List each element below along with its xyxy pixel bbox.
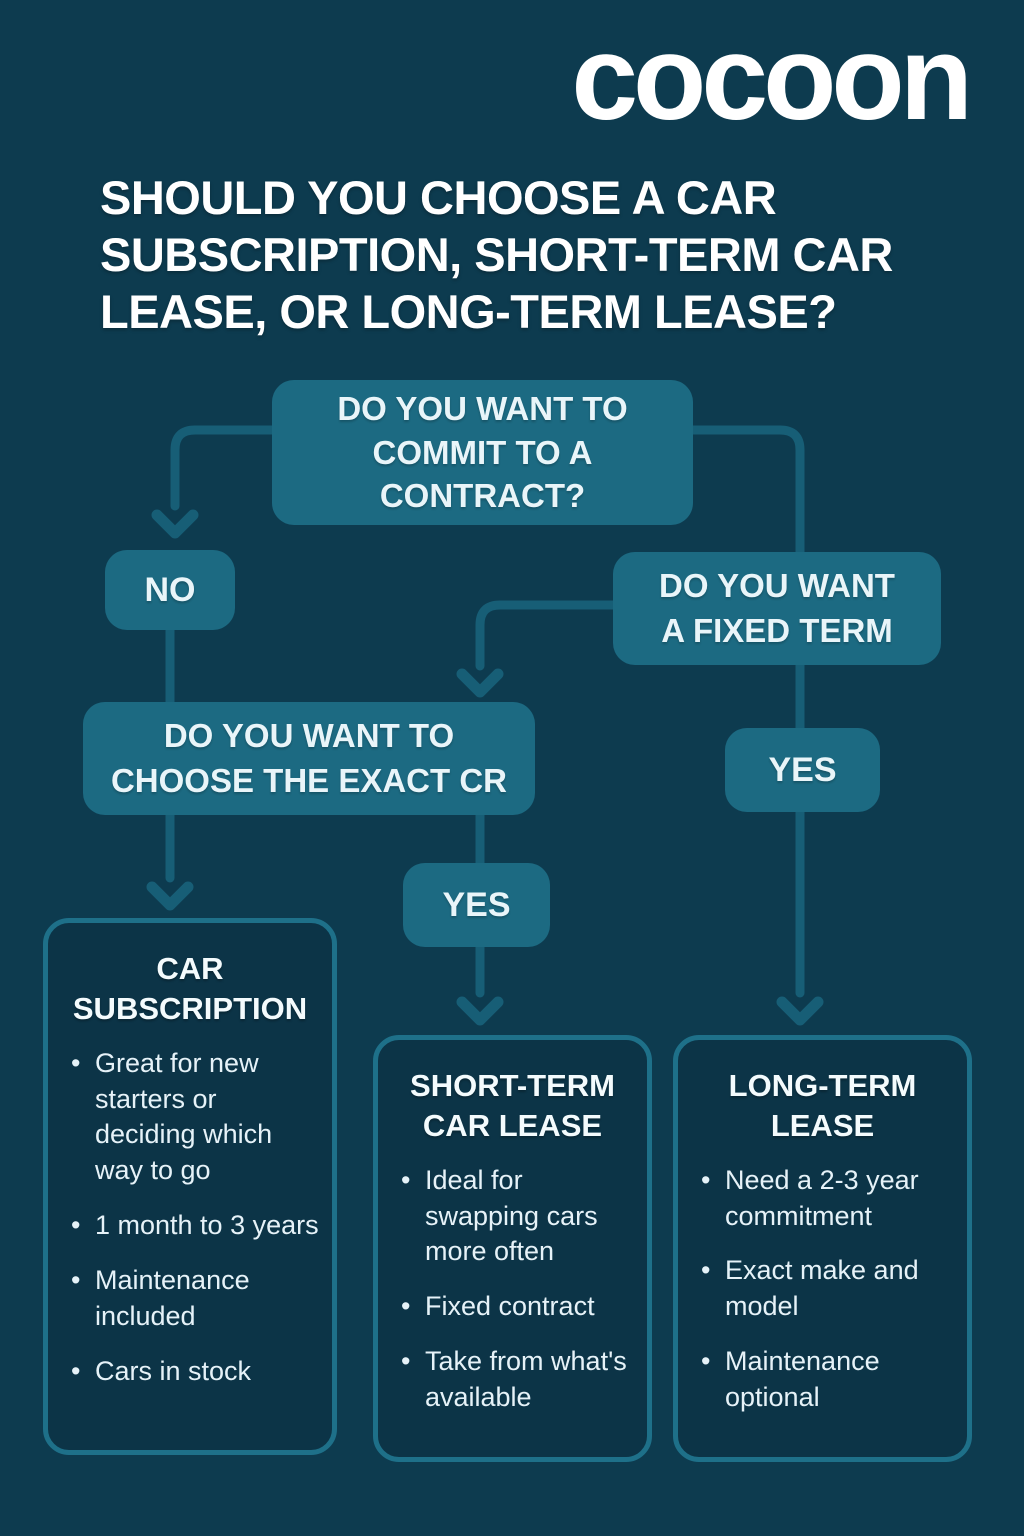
question-commit-contract-line: COMMIT TO A bbox=[372, 433, 593, 471]
question-fixed-term-line: A FIXED TERM bbox=[661, 611, 893, 649]
connector-contract-to-no bbox=[170, 425, 277, 511]
outcome-long-term-lease: LONG-TERM LEASE Need a 2-3 year commitme… bbox=[673, 1035, 972, 1462]
answer-no-label: NO bbox=[144, 570, 196, 609]
question-commit-contract-line: DO YOU WANT TO bbox=[337, 389, 628, 427]
connector-fixed-term-to-exact-car bbox=[475, 600, 618, 671]
connector-contract-to-fixed-term bbox=[688, 425, 805, 561]
question-exact-car-line: DO YOU WANT TO bbox=[163, 716, 455, 754]
cocoon-logo: cocoon bbox=[571, 11, 973, 145]
arrow-down-to-short-term-icon bbox=[456, 996, 504, 1026]
arrow-down-to-exact-car-icon bbox=[456, 668, 504, 698]
answer-yes-long-term-label: YES bbox=[768, 750, 837, 789]
answer-yes-short-term: YES bbox=[403, 863, 550, 947]
arrow-down-to-subscription-icon bbox=[146, 881, 194, 911]
bullet-item: Fixed contract bbox=[398, 1289, 635, 1325]
outcome-long-term-lease-title: LONG-TERM LEASE bbox=[728, 1068, 917, 1144]
arrow-down-to-long-term-icon bbox=[776, 996, 824, 1026]
bullet-item: Take from what's available bbox=[398, 1344, 635, 1416]
question-commit-contract-line: CONTRACT? bbox=[379, 477, 586, 515]
bullet-item: Great for new starters or deciding which… bbox=[68, 1046, 320, 1190]
question-exact-car: DO YOU WANT TO CHOOSE THE EXACT CR bbox=[83, 702, 535, 815]
outcome-car-subscription: CAR SUBSCRIPTION Great for new starters … bbox=[43, 918, 337, 1455]
page-title: SHOULD YOU CHOOSE A CAR SUBSCRIPTION, SH… bbox=[100, 171, 893, 338]
answer-yes-short-term-label: YES bbox=[442, 885, 511, 924]
bullet-item: Exact make and model bbox=[698, 1253, 955, 1325]
bullet-item: 1 month to 3 years bbox=[68, 1208, 320, 1244]
bullet-item: Ideal for swapping cars more often bbox=[398, 1163, 635, 1271]
bullet-item: Need a 2-3 year commitment bbox=[698, 1163, 955, 1235]
bullet-item: Cars in stock bbox=[68, 1354, 320, 1390]
question-commit-contract: DO YOU WANT TO COMMIT TO A CONTRACT? bbox=[272, 380, 693, 525]
outcome-short-term-lease-title: SHORT-TERM CAR LEASE bbox=[410, 1068, 615, 1144]
bullet-item: Maintenance included bbox=[68, 1263, 320, 1335]
question-exact-car-line: CHOOSE THE EXACT CR bbox=[110, 761, 508, 799]
question-fixed-term: DO YOU WANT A FIXED TERM bbox=[613, 552, 941, 665]
outcome-car-subscription-bullets: Great for new starters or deciding which… bbox=[48, 1046, 332, 1390]
answer-no: NO bbox=[105, 550, 235, 630]
answer-yes-long-term: YES bbox=[725, 728, 880, 812]
bullet-item: Maintenance optional bbox=[698, 1344, 955, 1416]
outcome-long-term-lease-bullets: Need a 2-3 year commitment Exact make an… bbox=[678, 1163, 967, 1416]
outcome-car-subscription-title: CAR SUBSCRIPTION bbox=[72, 951, 308, 1027]
outcome-short-term-lease: SHORT-TERM CAR LEASE Ideal for swapping … bbox=[373, 1035, 652, 1462]
question-fixed-term-line: DO YOU WANT bbox=[659, 566, 895, 604]
arrow-down-to-no-icon bbox=[151, 509, 199, 539]
outcome-short-term-lease-bullets: Ideal for swapping cars more often Fixed… bbox=[378, 1163, 647, 1416]
